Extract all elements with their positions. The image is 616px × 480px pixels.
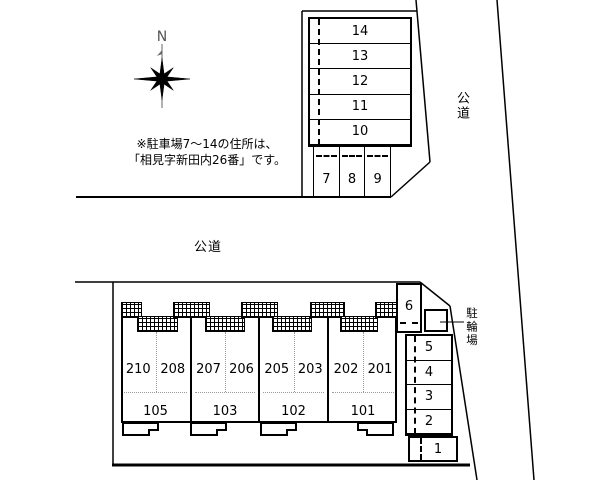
parking-divider-dash-line	[400, 322, 418, 324]
room-number: 203	[297, 362, 323, 377]
parking-divider-dash-line	[420, 438, 422, 460]
parking-divider-dash-line	[414, 336, 416, 434]
parking-space-3: 3	[407, 385, 451, 410]
building-unit-2: 207 206 103	[190, 316, 258, 423]
floor-divider-dotted	[332, 392, 394, 393]
balcony-hatch	[173, 302, 210, 318]
room-number: 205	[264, 362, 290, 377]
parking-space-7: 7	[313, 147, 339, 197]
parking-space-4: 4	[407, 361, 451, 385]
floor-divider-dotted	[124, 392, 187, 393]
floor-divider-dotted	[195, 392, 255, 393]
room-divider-dotted	[293, 332, 295, 392]
address-note-line2: 「相見字新田内26番」です。	[127, 152, 287, 167]
compass-north-label: N	[156, 29, 168, 45]
balcony-hatch	[310, 302, 345, 318]
parking-space-5: 5	[407, 336, 451, 361]
room-divider-dotted	[155, 332, 157, 392]
room-number: 102	[281, 404, 306, 419]
porch-unit-2	[190, 422, 227, 436]
upper-site-corner-diagonal	[390, 161, 431, 198]
address-note: ※駐車場7〜14の住所は、 「相見字新田内26番」です。	[118, 137, 296, 168]
porch-unit-4	[357, 422, 394, 436]
parking-space-10: 10	[310, 120, 410, 146]
parking-space-11: 11	[310, 95, 410, 120]
parking-space-12: 12	[310, 69, 410, 95]
parking-space-13: 13	[310, 44, 410, 70]
room-number: 201	[367, 362, 393, 377]
room-number: 103	[212, 404, 238, 419]
parking-space-9: 9	[364, 147, 392, 197]
parking-divider-dash-line	[367, 155, 389, 157]
bicycle-parking-label: 駐輪場	[465, 307, 479, 348]
compass-rose-icon	[133, 44, 191, 108]
balcony-hatch	[241, 302, 278, 318]
room-number: 210	[125, 362, 151, 377]
room-number: 207	[196, 362, 221, 377]
parking-space-14: 14	[310, 19, 410, 45]
room-number: 101	[350, 404, 376, 419]
parking-block-10-14: 14 13 12 11 10	[308, 17, 412, 147]
porch-unit-3	[260, 422, 297, 436]
balcony-hatch	[375, 302, 397, 318]
room-number: 206	[229, 362, 254, 377]
balcony-hatch	[137, 316, 178, 332]
porch-unit-1	[122, 422, 159, 436]
parking-column-2-5: 5 4 3 2	[405, 334, 453, 436]
room-divider-dotted	[225, 332, 226, 392]
parking-space-1: 1	[408, 436, 458, 462]
balcony-hatch	[205, 316, 245, 332]
building-unit-3: 205 203 102	[258, 316, 327, 423]
balcony-hatch	[121, 302, 142, 318]
balcony-hatch	[272, 316, 312, 332]
parking-divider-dash-line	[316, 155, 337, 157]
room-number: 105	[143, 404, 168, 419]
lower-site-corner-diagonal	[419, 281, 451, 307]
bicycle-parking-area	[424, 309, 448, 332]
balcony-hatch	[340, 316, 378, 332]
right-road-boundary-line	[496, 0, 535, 480]
room-number: 202	[333, 362, 359, 377]
room-divider-dotted	[363, 332, 364, 392]
building-unit-4: 202 201 101	[327, 316, 397, 423]
upper-site-right-slant	[415, 0, 431, 163]
parking-space-6: 6	[396, 283, 422, 333]
building-unit-1: 210 208 105	[121, 316, 190, 423]
road-label-middle: 公道	[193, 240, 222, 255]
parking-space-8: 8	[338, 147, 365, 197]
parking-divider-dash-line	[341, 155, 363, 157]
parking-divider-dash-line	[318, 19, 320, 145]
parking-row-7-9: 7 8 9	[313, 147, 392, 197]
address-note-line1: ※駐車場7〜14の住所は、	[136, 137, 278, 151]
parking-space-2: 2	[407, 410, 451, 434]
floor-divider-dotted	[263, 392, 324, 393]
road-label-right: 公道	[454, 91, 469, 121]
room-number: 208	[160, 362, 186, 377]
